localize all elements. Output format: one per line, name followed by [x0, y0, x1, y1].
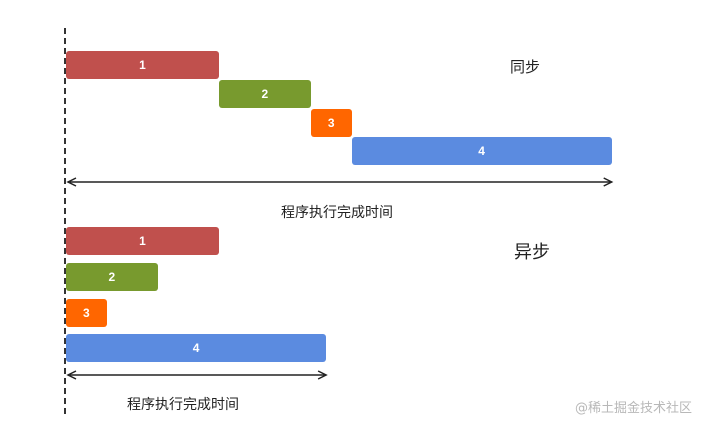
async-task-2-bar: 2 [66, 263, 158, 291]
async-task-1-bar: 1 [66, 227, 219, 255]
sync-task-4-bar: 4 [351, 137, 612, 165]
sync-task-3-bar: 3 [310, 109, 352, 137]
async-duration-label: 程序执行完成时间 [127, 397, 239, 413]
sync-title: 同步 [510, 58, 541, 76]
async-duration-arrow [66, 370, 328, 380]
async-title: 异步 [514, 242, 550, 263]
async-task-3-bar: 3 [66, 299, 107, 327]
sync-duration-arrow [66, 177, 614, 187]
sync-task-2-bar: 2 [219, 80, 311, 108]
sync-task-1-bar: 1 [66, 51, 219, 79]
async-task-4-bar: 4 [66, 334, 327, 362]
sync-duration-label: 程序执行完成时间 [281, 205, 393, 221]
watermark-text: @稀土掘金技术社区 [575, 401, 693, 416]
